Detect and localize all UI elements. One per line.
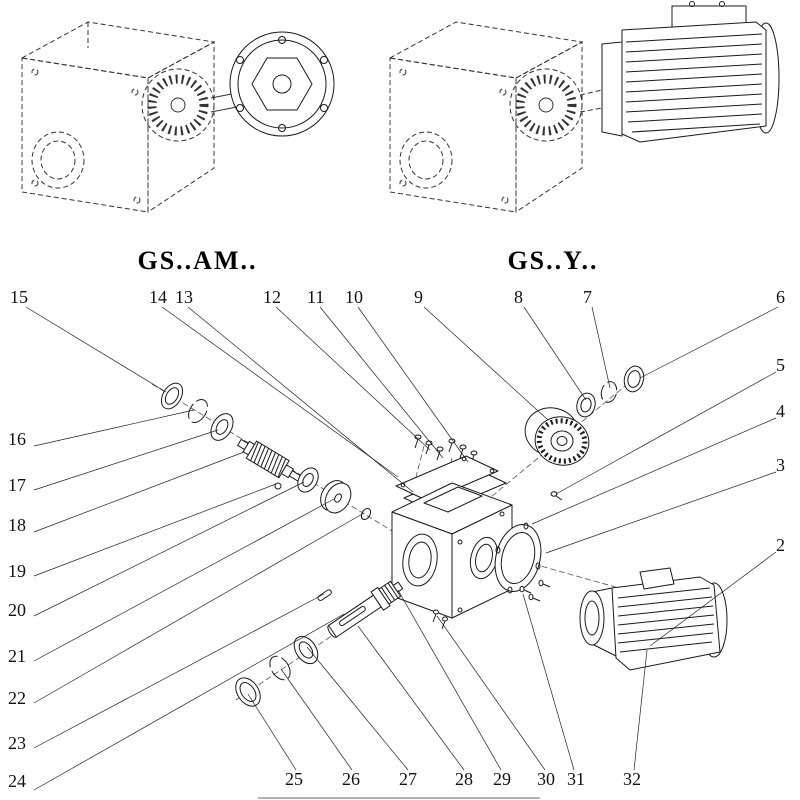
splined-bore-2 bbox=[515, 74, 577, 136]
part-number-22: 22 bbox=[8, 688, 26, 708]
part-key-23 bbox=[317, 589, 332, 601]
part-flange-3 bbox=[494, 522, 542, 594]
part-number-28: 28 bbox=[455, 769, 473, 789]
part-number-2: 2 bbox=[776, 535, 785, 555]
part-motor-32 bbox=[579, 567, 728, 671]
part-number-19: 19 bbox=[8, 561, 26, 581]
part-number-24: 24 bbox=[8, 771, 26, 791]
output-flange-drawing bbox=[229, 31, 335, 137]
part-number-27: 27 bbox=[399, 769, 417, 789]
model-label-gs-am: GS..AM.. bbox=[137, 246, 258, 275]
motor-fins-exploded bbox=[617, 587, 715, 653]
output-shaft-parts bbox=[235, 580, 404, 707]
part-number-29: 29 bbox=[493, 769, 511, 789]
gearbox-motor-assembly-drawing bbox=[388, 1, 780, 213]
part-number-32: 32 bbox=[623, 769, 641, 789]
part-number-11: 11 bbox=[307, 287, 325, 307]
part-number-30: 30 bbox=[537, 769, 555, 789]
part-number-5: 5 bbox=[776, 355, 785, 375]
part-number-7: 7 bbox=[583, 287, 592, 307]
gearbox-housing-phantom bbox=[20, 21, 216, 213]
part-output-shaft-24 bbox=[327, 580, 404, 638]
part-oring-22 bbox=[360, 507, 372, 521]
motor-drawing bbox=[601, 1, 780, 143]
part-ring-6 bbox=[623, 365, 645, 393]
motor-cooling-fins bbox=[625, 33, 763, 133]
part-number-21: 21 bbox=[8, 646, 26, 666]
part-circlip-7 bbox=[600, 381, 618, 403]
part-number-3: 3 bbox=[776, 455, 785, 475]
part-number-6: 6 bbox=[776, 287, 785, 307]
part-bearing-20 bbox=[297, 467, 319, 493]
part-number-26: 26 bbox=[342, 769, 360, 789]
part-number-13: 13 bbox=[175, 287, 193, 307]
input-shaft-parts bbox=[160, 382, 372, 521]
part-washer-21 bbox=[320, 480, 352, 514]
gearbox-flange-assembly-drawing bbox=[20, 21, 335, 213]
part-number-18: 18 bbox=[8, 515, 26, 535]
part-number-4: 4 bbox=[776, 401, 785, 421]
part-plug-5 bbox=[550, 491, 563, 501]
part-seal-25 bbox=[235, 677, 261, 707]
leader-lines bbox=[25, 306, 779, 791]
part-bearing-17 bbox=[210, 413, 234, 441]
part-number-8: 8 bbox=[514, 287, 523, 307]
part-pin-19 bbox=[274, 482, 282, 490]
part-seal-15 bbox=[160, 382, 184, 410]
part-spacer-8 bbox=[576, 392, 596, 418]
splined-bore bbox=[147, 74, 209, 136]
part-number-14: 14 bbox=[149, 287, 167, 307]
part-number-16: 16 bbox=[8, 429, 26, 449]
gearbox-housing-phantom-2 bbox=[388, 21, 603, 213]
model-label-gs-y: GS..Y.. bbox=[507, 246, 599, 275]
part-circlip-26 bbox=[269, 655, 291, 681]
part-gear-9 bbox=[524, 407, 590, 466]
part-number-25: 25 bbox=[285, 769, 303, 789]
part-circlip-16 bbox=[188, 399, 208, 423]
part-bearing-27 bbox=[293, 635, 319, 665]
part-number-9: 9 bbox=[414, 287, 423, 307]
part-number-31: 31 bbox=[567, 769, 585, 789]
gear-and-rings bbox=[524, 365, 645, 466]
part-number-12: 12 bbox=[263, 287, 281, 307]
part-screws-31 bbox=[519, 579, 551, 602]
part-number-17: 17 bbox=[8, 475, 26, 495]
part-number-15: 15 bbox=[10, 287, 28, 307]
part-number-20: 20 bbox=[8, 600, 26, 620]
gear-housing bbox=[391, 482, 513, 619]
part-number-10: 10 bbox=[345, 287, 363, 307]
part-number-23: 23 bbox=[8, 733, 26, 753]
